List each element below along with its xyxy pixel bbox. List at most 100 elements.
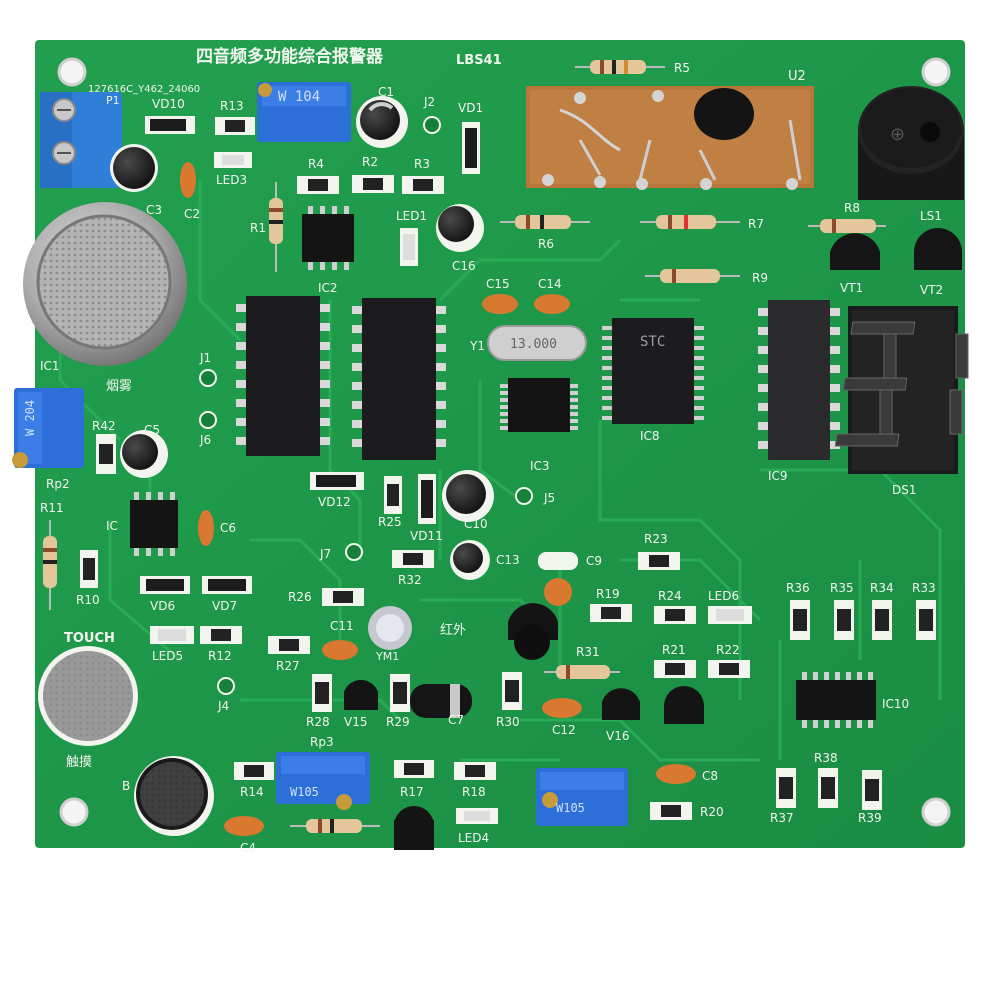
label-led5: LED5 xyxy=(152,649,183,663)
smoke-sensor-ic1 xyxy=(23,202,187,366)
smd-resistor-r42 xyxy=(96,434,116,474)
label-c13: C13 xyxy=(496,553,520,567)
ic-ic3 xyxy=(500,378,578,432)
label-r27: R27 xyxy=(276,659,300,673)
label-r28: R28 xyxy=(306,715,330,729)
traces xyxy=(58,180,942,762)
smd-resistor-r12 xyxy=(200,626,242,644)
label-r13: R13 xyxy=(220,99,244,113)
board-title: 四音频多功能综合报警器 xyxy=(196,46,384,67)
label-ic10: IC10 xyxy=(882,697,909,711)
smd-resistor-r39 xyxy=(862,770,882,810)
label-c1: C1 xyxy=(378,85,394,99)
smd-resistor-r38 xyxy=(818,768,838,808)
capacitor-c7 xyxy=(410,684,472,718)
label-r21: R21 xyxy=(662,643,686,657)
capacitor-c3 xyxy=(110,144,158,192)
testpoint-j1 xyxy=(199,369,217,387)
label-j1: J1 xyxy=(199,351,211,365)
label-ic2: IC2 xyxy=(318,281,338,295)
seven-segment-ds1 xyxy=(834,306,969,474)
transistor-bottom xyxy=(394,806,434,850)
label-j4: J4 xyxy=(217,699,229,713)
label-b: B xyxy=(122,779,130,793)
pot-rp2-marking: W 204 xyxy=(23,400,37,436)
label-c11: C11 xyxy=(330,619,354,633)
testpoint-j4 xyxy=(217,677,235,695)
potentiometer-rp3 xyxy=(276,752,370,810)
sensor-dark xyxy=(508,603,558,660)
capacitor-c12 xyxy=(542,698,582,718)
label-r7: R7 xyxy=(748,217,764,231)
label-vd10: VD10 xyxy=(152,97,185,111)
ic8-brand: STC xyxy=(640,334,665,350)
smd-resistor-r22 xyxy=(708,660,750,678)
potentiometer-rp2 xyxy=(12,388,84,468)
label-r9: R9 xyxy=(752,271,768,285)
crystal-y1 xyxy=(487,325,587,361)
label-r6: R6 xyxy=(538,237,554,251)
label-vd11: VD11 xyxy=(410,529,443,543)
label-r34: R34 xyxy=(870,581,894,595)
smd-resistor-r10 xyxy=(80,550,98,588)
resistor-r9 xyxy=(645,269,740,283)
potentiometer-rp1 xyxy=(257,82,351,142)
transistor-unlabeled xyxy=(664,686,704,724)
led-led6 xyxy=(708,606,752,624)
testpoint-j6 xyxy=(199,411,217,429)
label-ic9: IC9 xyxy=(768,469,788,483)
label-c5: C5 xyxy=(144,423,160,437)
resistor-r31 xyxy=(544,665,620,679)
label-r1: R1 xyxy=(250,221,266,235)
label-touch-cn: 触摸 xyxy=(66,755,92,770)
label-j2: J2 xyxy=(423,95,435,109)
transistor-v16 xyxy=(602,688,640,720)
transistor-vt1 xyxy=(830,233,880,270)
potentiometer-rp4 xyxy=(536,768,628,826)
pot-rp3-marking: W105 xyxy=(290,785,319,799)
label-r32: R32 xyxy=(398,573,422,587)
label-ic: IC xyxy=(106,519,118,533)
label-r23: R23 xyxy=(644,532,668,546)
board-model: LBS41 xyxy=(456,53,502,68)
label-r29: R29 xyxy=(386,715,410,729)
label-led4: LED4 xyxy=(458,831,489,845)
label-ls1: LS1 xyxy=(920,209,942,223)
label-vd12: VD12 xyxy=(318,495,351,509)
label-r30: R30 xyxy=(496,715,520,729)
smd-resistor-r33 xyxy=(916,600,936,640)
label-vd6: VD6 xyxy=(150,599,175,613)
ic-ic-small xyxy=(130,492,178,556)
ic-ic8 xyxy=(602,318,704,424)
label-rp2: Rp2 xyxy=(46,477,70,491)
smd-resistor-r26 xyxy=(322,588,364,606)
capacitor-c13 xyxy=(450,540,490,580)
smd-resistor-r29 xyxy=(390,674,410,712)
smd-resistor-r14 xyxy=(234,762,274,780)
board-code: 127616C_Y462_24060 xyxy=(88,84,200,95)
resistor-r7 xyxy=(640,215,740,229)
label-c14: C14 xyxy=(538,277,562,291)
label-ic3: IC3 xyxy=(530,459,550,473)
label-c8: C8 xyxy=(702,769,718,783)
smd-resistor-r25 xyxy=(384,476,402,514)
svg-text:⊕: ⊕ xyxy=(890,124,905,145)
label-r37: R37 xyxy=(770,811,794,825)
label-r42: R42 xyxy=(92,419,116,433)
resistor-r5 xyxy=(575,60,665,74)
label-c2: C2 xyxy=(184,207,200,221)
label-r33: R33 xyxy=(912,581,936,595)
smd-resistor-r13 xyxy=(215,117,255,135)
smd-resistor-r4 xyxy=(297,176,339,194)
ic-dip-left xyxy=(236,296,330,456)
label-r20: R20 xyxy=(700,805,724,819)
resistor-r11 xyxy=(43,520,57,610)
label-infrared: 红外 xyxy=(440,622,466,638)
label-ds1: DS1 xyxy=(892,483,917,497)
touch-pad xyxy=(38,646,138,746)
diode-vd12 xyxy=(310,472,364,490)
label-r19: R19 xyxy=(596,587,620,601)
smd-resistor-r37 xyxy=(776,768,796,808)
crystal-marking: 13.000 xyxy=(510,337,557,352)
capacitor-c14 xyxy=(534,294,570,314)
